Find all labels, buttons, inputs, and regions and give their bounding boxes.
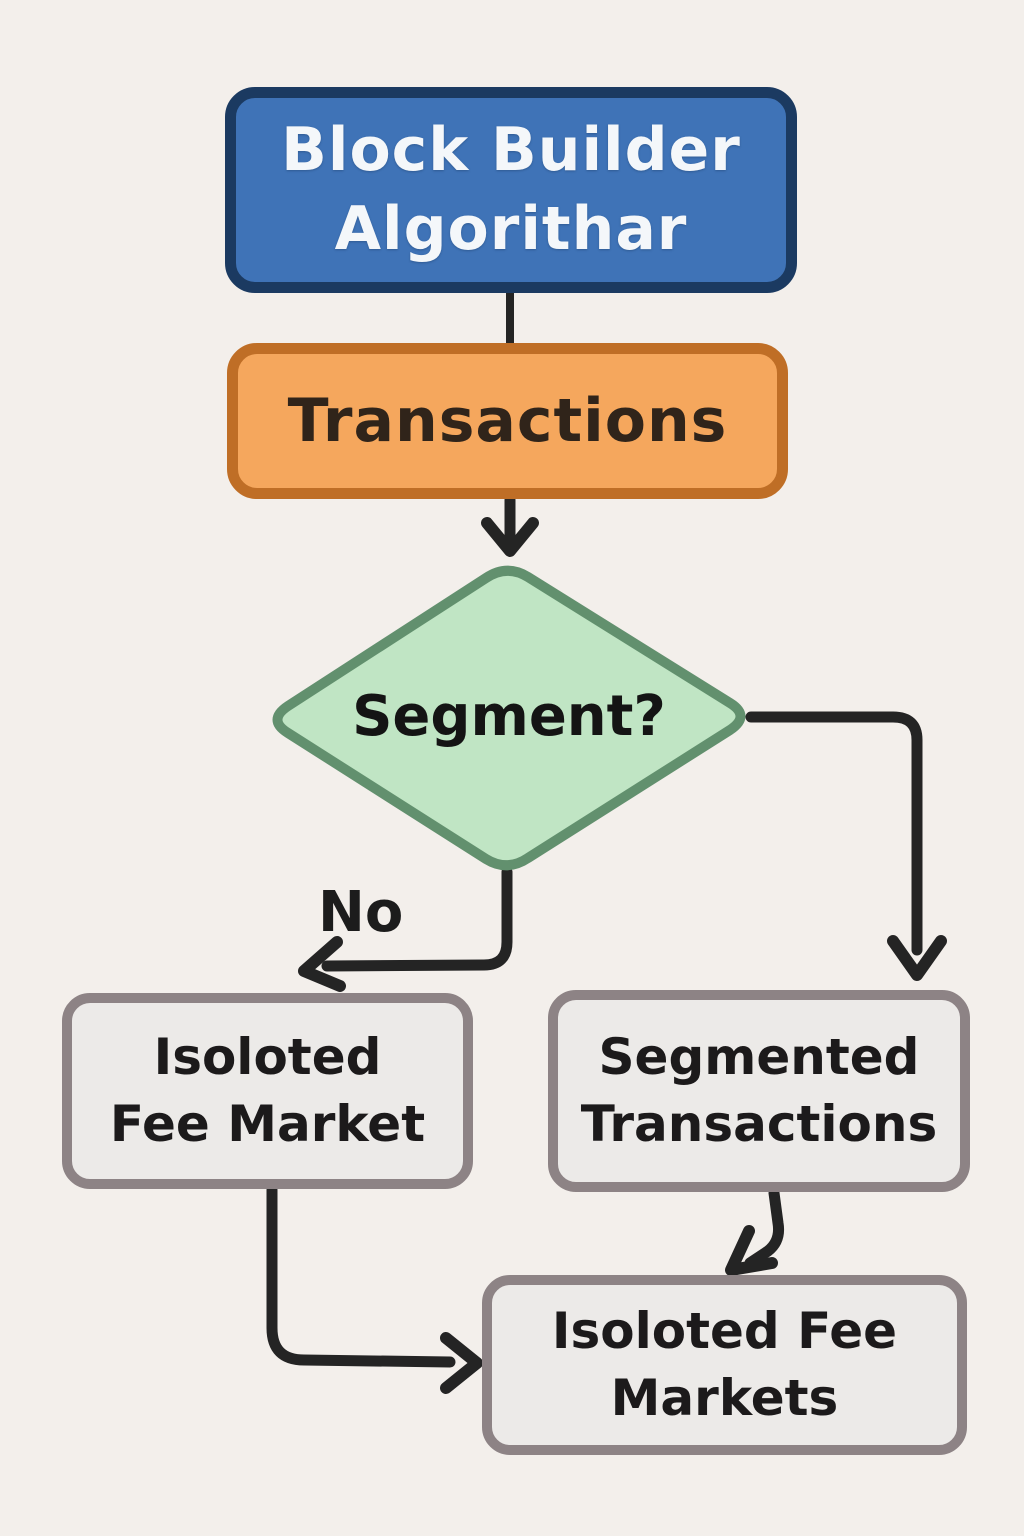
node-isolated-fee-market-line1: Isoloted (153, 1028, 382, 1086)
node-segmented-transactions-line2: Transactions (580, 1095, 938, 1153)
arrowhead-segment-no-branch (298, 936, 346, 992)
edge-segment-no-branch (321, 866, 513, 972)
arrowhead-segmented-to-markets (725, 1225, 778, 1276)
arrowhead-isolated-to-markets (440, 1332, 483, 1394)
node-block-builder-line1: Block Builder (281, 114, 741, 185)
edge-segmented-to-markets (744, 1187, 784, 1269)
node-isolated-fee-market: Isoloted Fee Market (62, 993, 473, 1189)
edge-label-no: No (318, 880, 404, 945)
decision-segment-label: Segment? (352, 684, 666, 749)
node-isolated-fee-markets-line1: Isoloted Fee (551, 1302, 898, 1360)
node-isolated-fee-market-line2: Fee Market (109, 1095, 426, 1153)
node-segmented-transactions-line1: Segmented (598, 1028, 920, 1086)
edge-isolated-to-markets (266, 1184, 456, 1368)
node-transactions-label: Transactions (287, 386, 728, 456)
node-transactions: Transactions (227, 343, 788, 499)
edge-segment-right-branch (745, 711, 923, 956)
decision-diamond-shape (272, 565, 746, 871)
connector-group (266, 291, 947, 1394)
node-block-builder: Block Builder Algorithar (225, 87, 797, 293)
node-isolated-fee-markets-line2: Markets (610, 1369, 839, 1427)
arrowhead-segment-right-branch (887, 935, 947, 981)
node-block-builder-line2: Algorithar (334, 194, 688, 264)
arrowhead-transactions-to-segment (481, 517, 539, 557)
node-segmented-transactions: Segmented Transactions (548, 990, 970, 1192)
node-isolated-fee-markets: Isoloted Fee Markets (482, 1275, 967, 1455)
